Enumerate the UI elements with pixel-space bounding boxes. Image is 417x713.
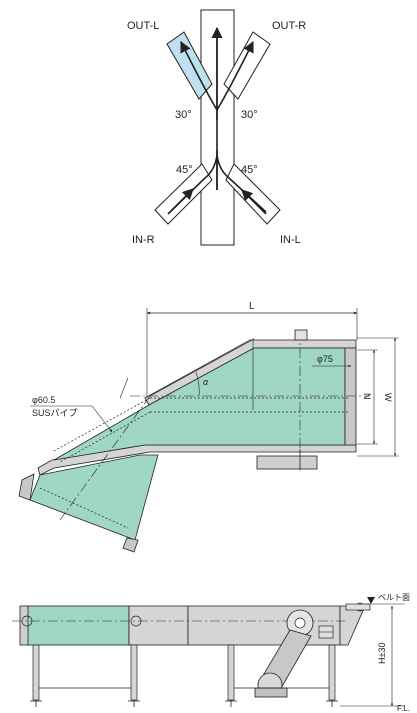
side-green-belt: [26, 605, 130, 646]
roller-dia-label: φ75: [317, 354, 333, 364]
motor-box: [256, 455, 318, 470]
plan-view: L α φ75: [18, 301, 399, 553]
dim-w-label: W: [383, 393, 393, 402]
leg-3: [227, 644, 235, 701]
pipe-dia-label: φ60.5: [32, 395, 55, 405]
dim-n-label: N: [362, 393, 372, 400]
side-frame-tail: [339, 605, 366, 646]
leg-1: [32, 644, 40, 701]
floor-label: F.L.: [397, 704, 410, 713]
leg-4: [328, 644, 336, 701]
end-roller: [344, 347, 357, 446]
inclined-end-bottom: [122, 537, 139, 553]
label-out-l: OUT-L: [127, 20, 159, 32]
label-in-r: IN-R: [132, 234, 155, 246]
diverter-diagram: OUT-L OUT-R 30° 30° 45° 45° IN-R IN-L: [127, 9, 306, 246]
label-angle-top-left: 30°: [175, 109, 192, 121]
belt-surface-label: ベルト面: [378, 593, 410, 602]
side-view: ベルト面 H±30 F.L.: [12, 593, 410, 713]
label-angle-bottom-right: 45°: [241, 164, 258, 176]
angle-alpha-label: α: [203, 377, 209, 387]
height-label: H±30: [377, 643, 387, 664]
side-frame-2: [187, 605, 341, 646]
inclined-end: [18, 473, 35, 501]
label-out-r: OUT-R: [272, 20, 306, 32]
label-angle-top-right: 30°: [241, 109, 258, 121]
main-belt-plan: [53, 347, 346, 461]
out-r-branch: [223, 31, 271, 100]
side-green-endcap: [19, 605, 29, 646]
label-in-l: IN-L: [280, 234, 301, 246]
top-bracket: [294, 329, 308, 341]
inclined-belt: [29, 454, 159, 541]
belt-surface-marker: [367, 597, 375, 604]
leg-2: [130, 644, 138, 701]
label-angle-bottom-left: 45°: [176, 164, 193, 176]
pipe-material-label: SUSパイプ: [32, 408, 78, 418]
dim-l-label: L: [249, 301, 255, 312]
